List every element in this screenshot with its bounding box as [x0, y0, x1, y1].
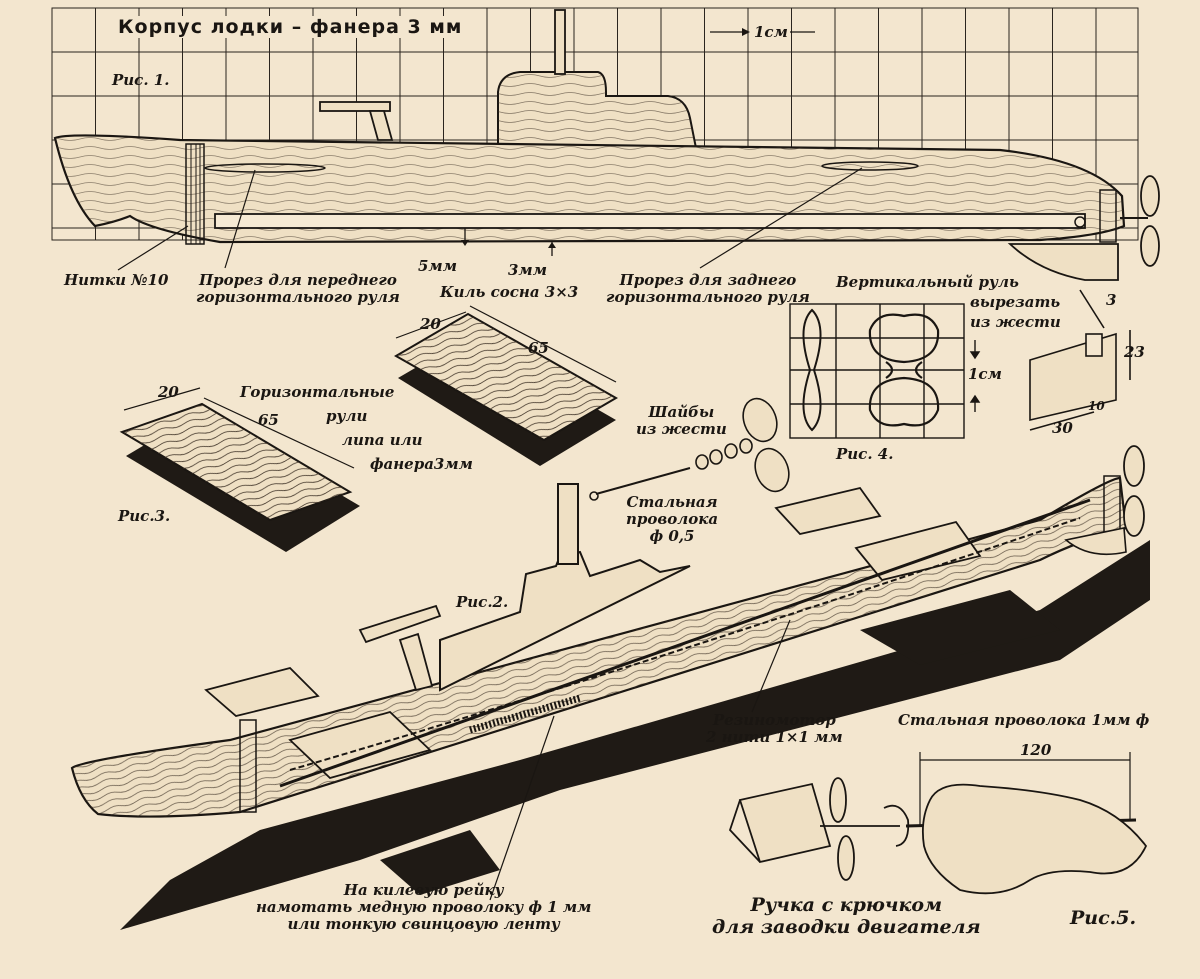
winding-handle-detail: [728, 752, 1148, 895]
vertical-rudder-label: Вертикальный руль вырезать из жести: [836, 273, 1061, 331]
hull-perspective-view: [70, 445, 1150, 930]
rudder-dim-30: 30: [1052, 419, 1073, 437]
fig2-label: Рис.2.: [456, 593, 509, 611]
rudder-dim-3: 3: [1106, 291, 1117, 309]
fig3-label: Рис.3.: [118, 507, 171, 525]
fig5-label: Рис.5.: [1070, 907, 1137, 929]
keel-label: Киль сосна 3×3: [440, 283, 579, 301]
plank-left-length: 65: [258, 411, 279, 429]
rudder-dim-10: 10: [1088, 399, 1105, 413]
propeller-templates: [789, 303, 981, 439]
threads-label: Нитки №10: [64, 271, 169, 289]
plank-right-width: 20: [420, 315, 441, 333]
steel-wire-1mm-label: Стальная проволока 1мм ф: [898, 711, 1150, 729]
vertical-rudder-detail: [1029, 289, 1131, 431]
rudder-plank-right: [393, 305, 619, 466]
hull-side-view: [53, 9, 1160, 281]
rudder-plank-left: [119, 387, 360, 552]
keel-gap-dim: 5мм: [418, 257, 457, 275]
keel-size-dim: 3мм: [508, 261, 547, 279]
plank-left-width: 20: [158, 383, 179, 401]
plank-right-length: 65: [528, 339, 549, 357]
fig1-label: Рис. 1.: [112, 71, 170, 89]
hull-title: Корпус лодки – фанера 3 мм: [112, 16, 469, 38]
horizontal-rudders-label: Горизонтальные рули липа или фанера3мм: [240, 383, 473, 473]
fig4-label: Рис. 4.: [836, 445, 894, 463]
washers-and-propeller: [589, 397, 790, 501]
rudder-dim-23: 23: [1124, 343, 1145, 361]
grid-cell-size: 1см: [752, 23, 790, 41]
fig4-cell-size: 1см: [968, 365, 1002, 383]
handle-length-dim: 120: [1020, 741, 1052, 759]
